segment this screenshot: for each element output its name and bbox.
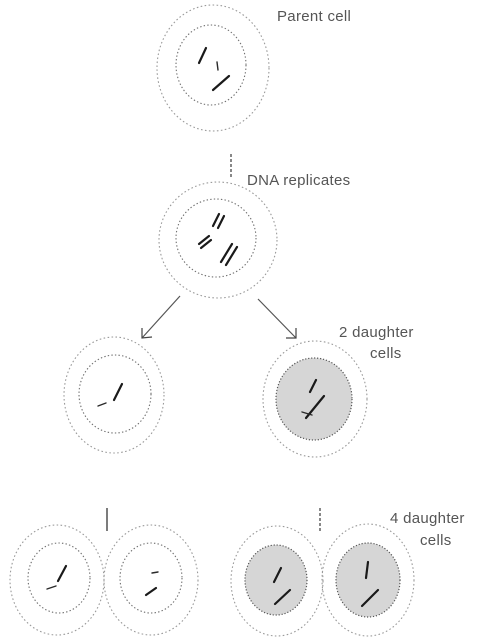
daughter-cell-nucleus-shaded (276, 358, 352, 440)
granddaughter-cell-2 (104, 525, 198, 635)
chromosome-pair (199, 236, 211, 248)
chromosome (47, 586, 56, 589)
chromosome (199, 48, 206, 63)
daughter-cell-membrane (64, 337, 164, 453)
granddaughter-cell-1 (10, 525, 104, 635)
chromosome-pair (213, 214, 224, 228)
chromosome (146, 588, 156, 595)
parent-cell-membrane (157, 5, 269, 131)
granddaughter-cell-3 (231, 526, 323, 636)
chromosome (152, 572, 158, 573)
cell-nucleus (120, 543, 182, 613)
granddaughter-cell-4 (322, 524, 414, 636)
chromosome (58, 566, 66, 581)
two-daughter-label-line2: cells (370, 345, 402, 362)
parent-cell (157, 5, 269, 131)
arrow-right (258, 299, 296, 338)
parent-cell-nucleus (176, 25, 246, 105)
chromosome (213, 76, 229, 90)
parent-cell-label: Parent cell (277, 8, 351, 25)
dna-replicates-label: DNA replicates (247, 172, 350, 189)
cell-membrane (104, 525, 198, 635)
arrow-left (142, 296, 180, 338)
four-daughter-label-line2: cells (420, 532, 452, 549)
daughter-cell-right (263, 341, 367, 457)
daughter-cell-nucleus (79, 355, 151, 433)
cell-nucleus-shaded (336, 543, 400, 617)
chromosome (217, 62, 218, 70)
chromosome (98, 403, 106, 406)
daughter-cell-left (64, 337, 164, 453)
replicated-cell-nucleus (176, 199, 256, 277)
replicated-cell (159, 182, 277, 298)
four-daughter-label-line1: 4 daughter (390, 510, 465, 527)
chromosome (114, 384, 122, 400)
two-daughter-label-line1: 2 daughter (339, 324, 414, 341)
chromosome-pair (221, 244, 237, 265)
cell-membrane (10, 525, 104, 635)
